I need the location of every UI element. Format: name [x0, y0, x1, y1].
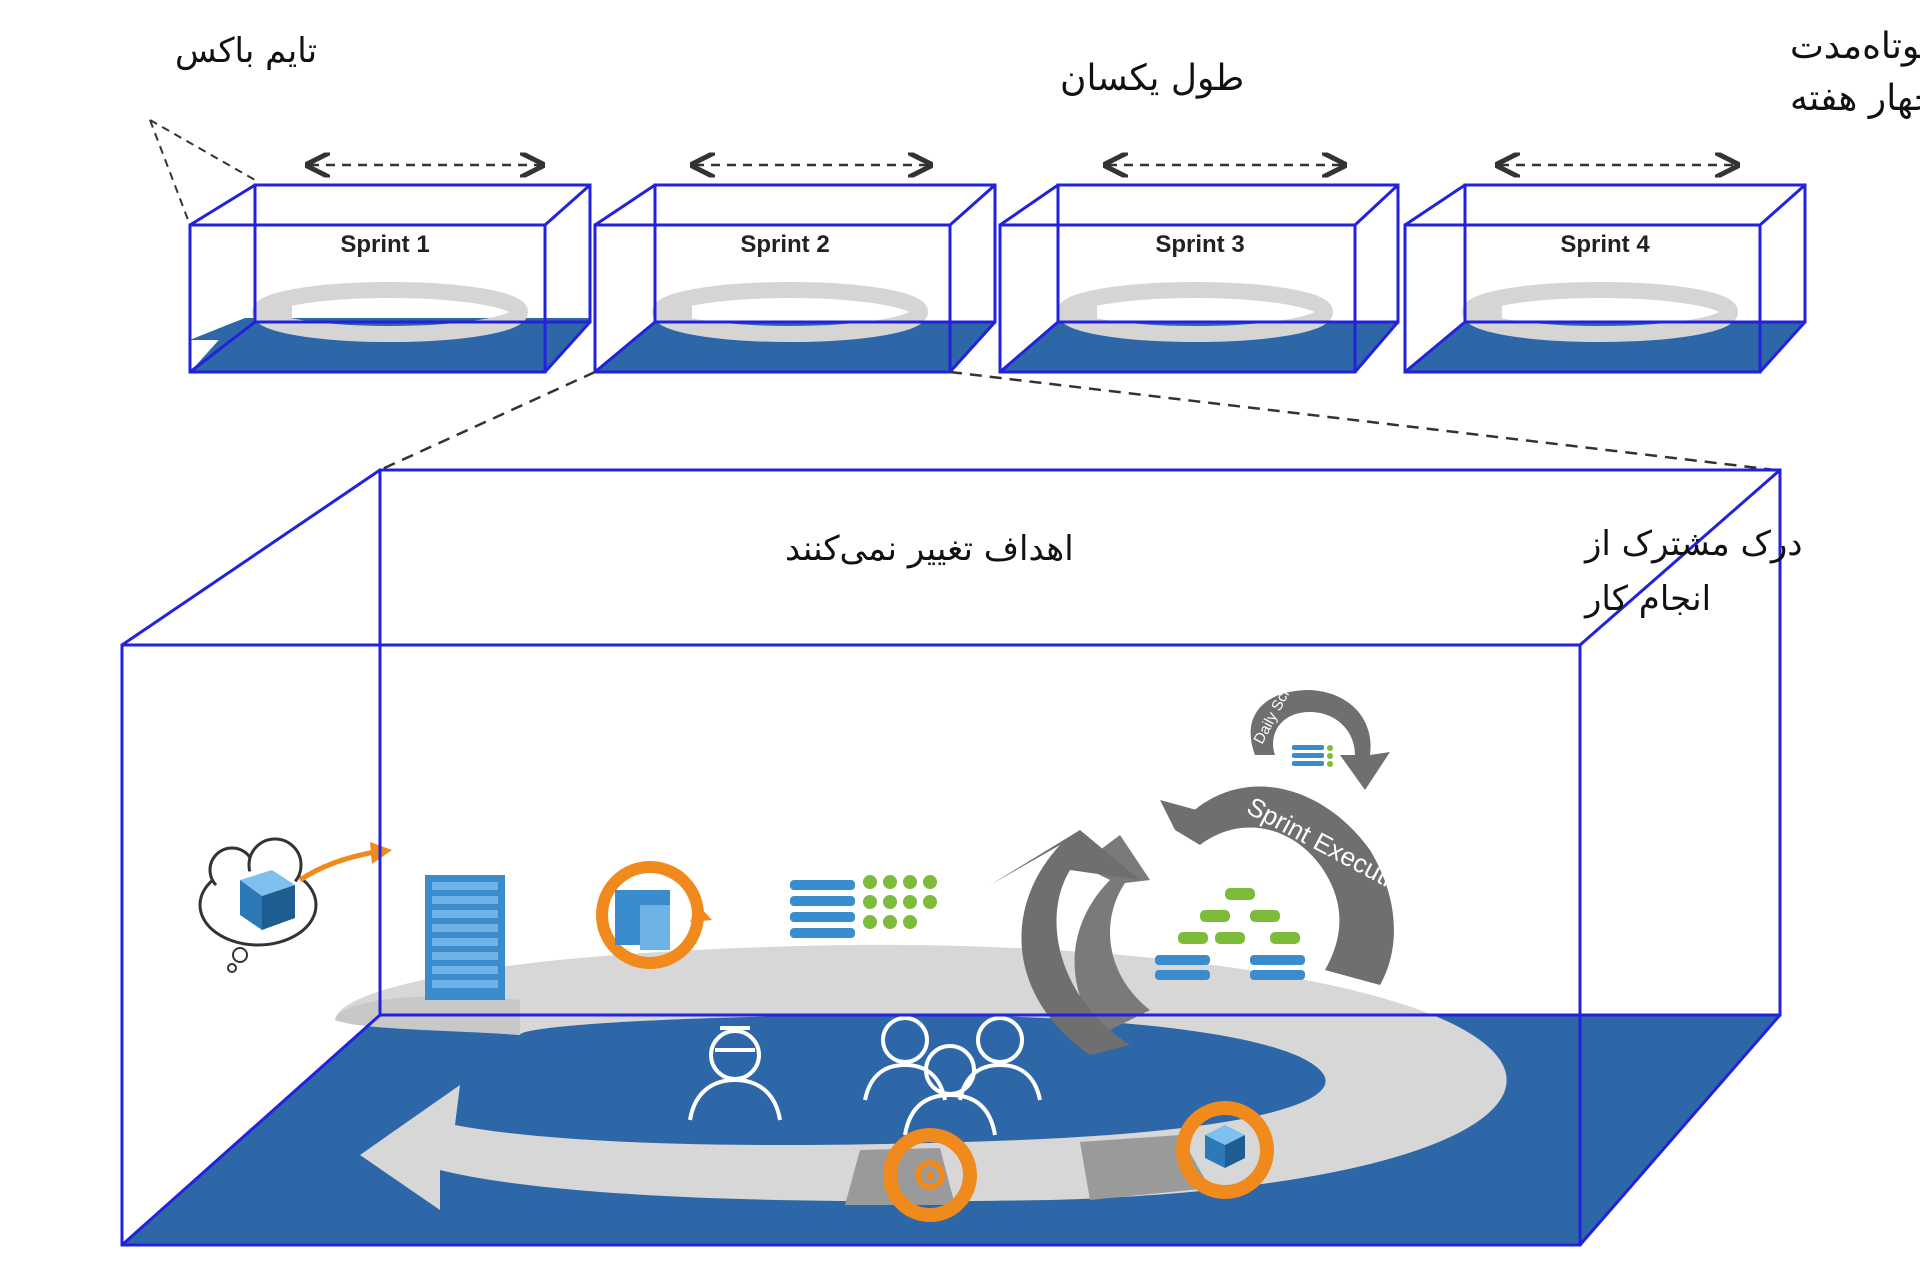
sprint-box-3: Sprint 3 — [998, 165, 1400, 374]
sprint-backlog-icon — [790, 875, 937, 938]
equal-length-label: طول یکسان — [1060, 58, 1244, 99]
product-owner-icon — [688, 1026, 782, 1121]
sprint-box-4: Sprint 4 — [1403, 165, 1807, 374]
sprint-box-edges — [593, 183, 997, 374]
sprint-planning-icon — [596, 861, 712, 969]
shared-understanding-label-line1: درک مشترک از — [1583, 524, 1802, 564]
sprint-box-1: Sprint 1 — [188, 165, 592, 374]
sprint-row: Sprint 1 Sprint 2 — [188, 165, 1807, 374]
sprint-cycle — [1462, 282, 1738, 342]
sprint-label: Sprint 4 — [1560, 231, 1650, 258]
daily-scrum-board-icon — [1292, 745, 1333, 767]
sprint-execution-label: Sprint Execution — [1242, 791, 1423, 906]
sprint-floor — [190, 322, 590, 372]
timebox-label: تایم باکس — [175, 31, 317, 71]
development-team-icon — [863, 1016, 1042, 1136]
sprint-cycle — [252, 282, 528, 342]
daily-scrum-loop: Daily Scrum — [1251, 668, 1390, 790]
sprint-label: Sprint 1 — [340, 231, 429, 258]
sprint-box-edges — [998, 183, 1400, 374]
sprint-detail-box: Sprint Execution Daily Scrum — [120, 468, 1802, 1247]
sprint-label: Sprint 2 — [740, 231, 829, 258]
sprint-label: Sprint 3 — [1155, 231, 1244, 258]
sprint-box-edges — [188, 183, 592, 374]
goals-unchanged-label: اهداف تغییر نمی‌کنند — [785, 529, 1074, 569]
product-backlog-icon — [425, 875, 505, 1000]
product-vision-cloud-icon — [198, 837, 392, 973]
detail-box-edges — [120, 468, 1782, 1247]
sprint-box-2: Sprint 2 — [593, 165, 997, 374]
short-duration-label-line1: بازه‌ی کوتاه‌مدت — [1790, 26, 1920, 67]
shared-understanding-label-line2: انجام کار — [1583, 579, 1711, 619]
sprint-cycle — [1057, 282, 1333, 342]
zoom-lines — [379, 370, 1776, 472]
short-duration-label-line2: یک تا چهار هفته — [1790, 78, 1920, 119]
timebox-pointer — [149, 119, 256, 226]
sprint-cycle — [652, 282, 928, 342]
sprint-box-edges — [1403, 183, 1807, 374]
sprint-retrospective-icon — [883, 1128, 977, 1222]
sprint-review-icon — [1176, 1101, 1274, 1199]
task-hierarchy-icon — [1155, 888, 1305, 980]
